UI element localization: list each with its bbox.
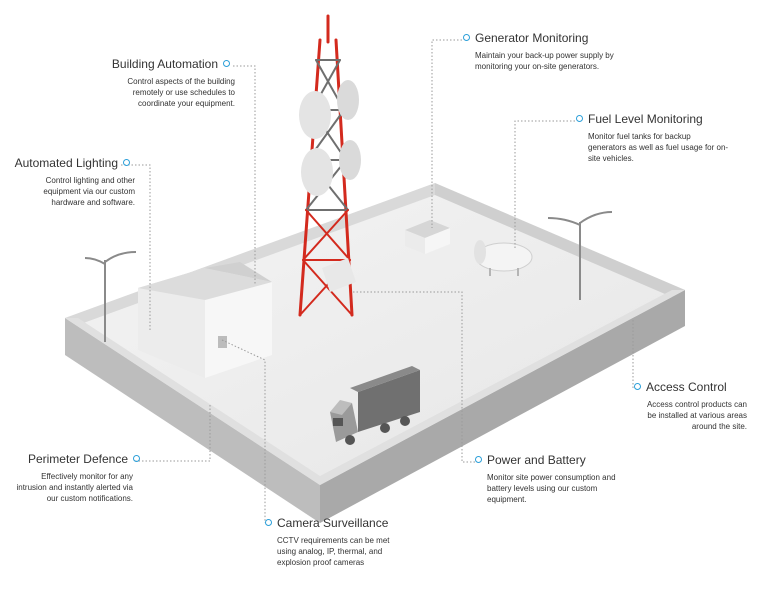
generator-monitoring-desc: Maintain your back-up power supply by mo… bbox=[475, 51, 614, 71]
perimeter-defence-title: Perimeter Defence bbox=[27, 452, 128, 466]
building bbox=[138, 262, 272, 378]
perimeter-defence-desc: Effectively monitor for any intrusion an… bbox=[16, 472, 133, 503]
fuel-tank bbox=[474, 240, 533, 276]
truck bbox=[330, 366, 420, 445]
light-pole-right bbox=[547, 211, 613, 300]
leader-lines bbox=[121, 39, 634, 523]
callout-perimeter-defence: Perimeter Defence Effectively monitor fo… bbox=[10, 452, 145, 504]
cell-tower bbox=[298, 14, 361, 317]
callout-power-and-battery: Power and Battery Monitor site power con… bbox=[470, 453, 630, 505]
marker-dot-icon bbox=[123, 159, 130, 167]
generator-box bbox=[405, 220, 450, 254]
marker-dot-icon bbox=[265, 519, 272, 527]
back-wall-right bbox=[435, 183, 685, 297]
marker-dot-icon bbox=[576, 115, 583, 123]
front-wall-right bbox=[320, 290, 685, 523]
fuel-level-monitoring-title: Fuel Level Monitoring bbox=[588, 112, 703, 126]
marker-dot-icon bbox=[223, 60, 230, 68]
fuel-level-monitoring-desc: Monitor fuel tanks for backup generators… bbox=[588, 132, 729, 163]
marker-dot-icon bbox=[133, 455, 140, 463]
building-automation-title: Building Automation bbox=[111, 57, 218, 71]
building-automation-desc: Control aspects of the building remotely… bbox=[127, 77, 235, 108]
power-and-battery-title: Power and Battery bbox=[487, 453, 586, 467]
access-control-title: Access Control bbox=[646, 380, 727, 394]
camera-surveillance-title: Camera Surveillance bbox=[277, 516, 389, 530]
callout-building-automation: Building Automation Control aspects of t… bbox=[95, 57, 235, 109]
front-wall-left bbox=[65, 318, 320, 523]
camera-surveillance-desc: CCTV requirements can be met using analo… bbox=[277, 536, 390, 567]
marker-dot-icon bbox=[634, 383, 641, 391]
power-and-battery-desc: Monitor site power consumption and batte… bbox=[487, 473, 616, 504]
callout-generator-monitoring: Generator Monitoring Maintain your back-… bbox=[458, 31, 628, 72]
callout-camera-surveillance: Camera Surveillance CCTV requirements ca… bbox=[260, 516, 420, 568]
access-control-desc: Access control products can be installed… bbox=[646, 400, 747, 431]
callout-automated-lighting: Automated Lighting Control lighting and … bbox=[10, 156, 135, 208]
generator-monitoring-title: Generator Monitoring bbox=[475, 31, 589, 45]
callout-fuel-level-monitoring: Fuel Level Monitoring Monitor fuel tanks… bbox=[571, 112, 731, 164]
marker-dot-icon bbox=[463, 34, 470, 42]
automated-lighting-title: Automated Lighting bbox=[14, 156, 118, 170]
light-pole-left bbox=[84, 251, 137, 342]
callout-access-control: Access Control Access control products c… bbox=[629, 380, 759, 432]
marker-dot-icon bbox=[475, 456, 482, 464]
automated-lighting-desc: Control lighting and other equipment via… bbox=[43, 176, 135, 207]
